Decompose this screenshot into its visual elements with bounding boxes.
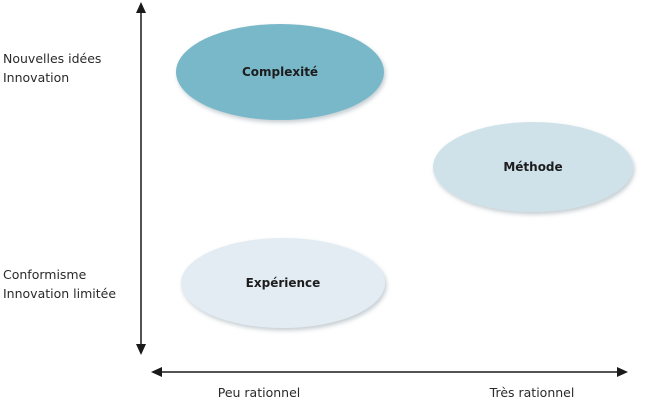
node-methode-label: Méthode <box>503 160 562 174</box>
node-experience: Expérience <box>181 238 385 328</box>
vertical-axis <box>136 2 146 355</box>
x-axis-right-arrow-icon <box>617 367 628 377</box>
y-bottom-label-line2: Innovation limitée <box>3 286 116 301</box>
node-complexite-label: Complexité <box>242 65 318 79</box>
x-left-label: Peu rationnel <box>218 385 301 400</box>
node-complexite-shape <box>176 24 384 120</box>
node-methode-shape <box>433 122 633 212</box>
y-axis-bottom-arrow-icon <box>136 344 146 355</box>
node-experience-shape <box>181 238 385 328</box>
horizontal-axis <box>151 367 628 377</box>
node-experience-label: Expérience <box>246 276 321 290</box>
y-top-label-line1: Nouvelles idées <box>3 51 101 66</box>
node-complexite: Complexité <box>176 24 384 120</box>
y-axis-top-arrow-icon <box>136 2 146 13</box>
x-axis-left-arrow-icon <box>151 367 162 377</box>
node-methode: Méthode <box>433 122 633 212</box>
y-top-label-line2: Innovation <box>3 70 69 85</box>
y-bottom-label-line1: Conformisme <box>3 267 87 282</box>
x-right-label: Très rationnel <box>489 385 575 400</box>
